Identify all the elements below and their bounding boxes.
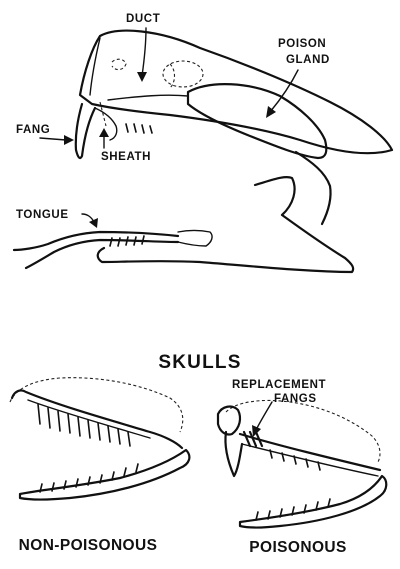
fang-pointer xyxy=(39,137,67,141)
venom-sac-dashed xyxy=(162,60,204,88)
tongue-sheath xyxy=(177,229,213,247)
label-duct-group: DUCT xyxy=(126,13,160,82)
p-maxilla-fang xyxy=(224,430,244,478)
sheath xyxy=(94,107,118,141)
label-fang-group: FANG xyxy=(16,124,74,145)
replacement-arrowhead xyxy=(252,425,261,437)
sheath-arrowhead xyxy=(99,128,109,137)
label-poison-gland-line2: GLAND xyxy=(286,54,330,66)
p-lower-jaw xyxy=(238,474,388,529)
p-snout xyxy=(216,405,242,436)
skull-non-poisonous xyxy=(9,377,191,501)
upper-teeth xyxy=(125,123,153,134)
label-replacement-fangs-group: REPLACEMENT FANGS xyxy=(232,379,326,437)
p-pterygoid-lower xyxy=(241,443,379,477)
label-replacement-line1: REPLACEMENT xyxy=(232,379,326,391)
label-duct: DUCT xyxy=(126,13,160,25)
p-replacement-fangs xyxy=(242,430,264,448)
duct-arrowhead xyxy=(137,72,147,82)
duct-body xyxy=(89,37,101,96)
label-poison-gland-group: POISON GLAND xyxy=(266,38,330,118)
duct-tube xyxy=(107,94,189,101)
label-tongue-group: TONGUE xyxy=(16,209,98,228)
duct-pointer xyxy=(141,27,147,77)
skull-poisonous xyxy=(216,399,388,529)
p-pterygoid xyxy=(238,432,382,472)
label-fang: FANG xyxy=(16,124,50,136)
fang-arrowhead xyxy=(64,135,74,145)
poison-gland-arrowhead xyxy=(266,106,276,118)
replacement-pointer xyxy=(255,401,273,431)
np-upper-teeth xyxy=(37,403,131,447)
lower-jaw-outline xyxy=(96,176,355,274)
head-upper-outline xyxy=(78,29,394,155)
label-sheath: SHEATH xyxy=(101,151,151,163)
fang-root-dashed xyxy=(99,101,107,127)
tongue-lower-edge xyxy=(24,238,180,270)
np-lower-jaw xyxy=(18,448,191,501)
snake-head-illustration xyxy=(12,29,394,274)
p-lower-teeth xyxy=(255,498,331,521)
label-sheath-group: SHEATH xyxy=(99,128,151,163)
np-cranium-dashed xyxy=(9,377,184,433)
nostril-dashed xyxy=(111,58,127,71)
np-upper-jaw-lower-edge xyxy=(27,399,151,439)
np-lower-teeth xyxy=(39,463,139,493)
caption-non-poisonous: NON-POISONOUS xyxy=(19,537,158,554)
np-upper-jaw xyxy=(10,389,184,450)
label-poison-gland-line1: POISON xyxy=(278,38,326,50)
label-replacement-line2: FANGS xyxy=(274,393,317,405)
poison-gland-pointer xyxy=(269,69,299,113)
label-tongue: TONGUE xyxy=(16,209,69,221)
p-cranium-dashed xyxy=(225,399,381,463)
caption-poisonous: POISONOUS xyxy=(249,539,346,556)
skulls-title: SKULLS xyxy=(158,352,241,373)
poison-gland xyxy=(186,83,328,160)
venom-sac-inner-dashed xyxy=(169,63,176,89)
tongue-arrowhead xyxy=(89,218,98,228)
fang xyxy=(74,102,97,160)
lower-teeth xyxy=(109,235,145,247)
p-palate-teeth xyxy=(269,449,321,471)
tongue xyxy=(12,230,180,252)
neck-line xyxy=(294,150,332,226)
